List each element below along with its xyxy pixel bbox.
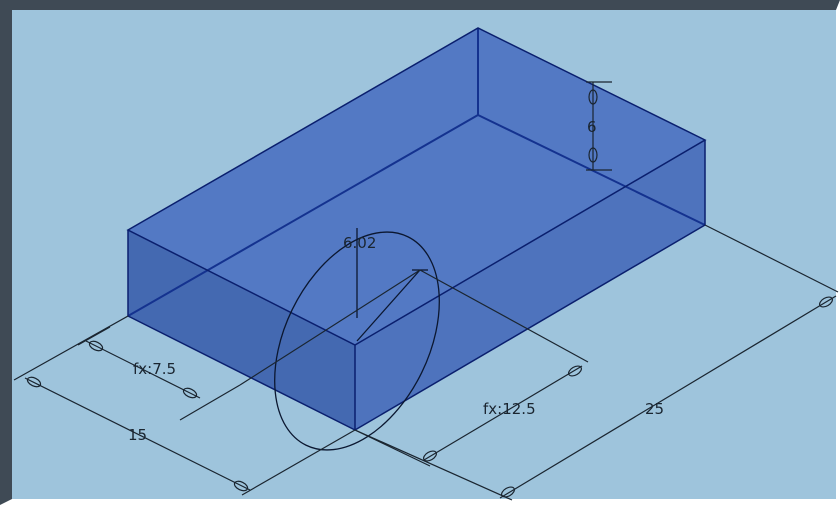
height-dimension[interactable] (586, 81, 612, 171)
box-left-face[interactable] (128, 230, 355, 430)
width-dimension[interactable] (13, 315, 356, 496)
box-right-face[interactable] (355, 140, 705, 430)
box-top-face[interactable] (128, 28, 705, 345)
length-dimension-label[interactable]: 25 (645, 400, 664, 418)
offset-x-dimension-label[interactable]: fx:7.5 (133, 360, 176, 378)
offset-y-dimension-label[interactable]: fx:12.5 (483, 400, 536, 418)
width-dimension-label[interactable]: 15 (128, 426, 147, 444)
box-edges (126, 27, 707, 431)
height-dimension-label[interactable]: 6 (587, 118, 597, 136)
length-dimension[interactable] (354, 224, 839, 501)
hole-diameter-label[interactable]: 6.02 (343, 234, 376, 252)
offset-x-dimension[interactable] (77, 269, 421, 421)
